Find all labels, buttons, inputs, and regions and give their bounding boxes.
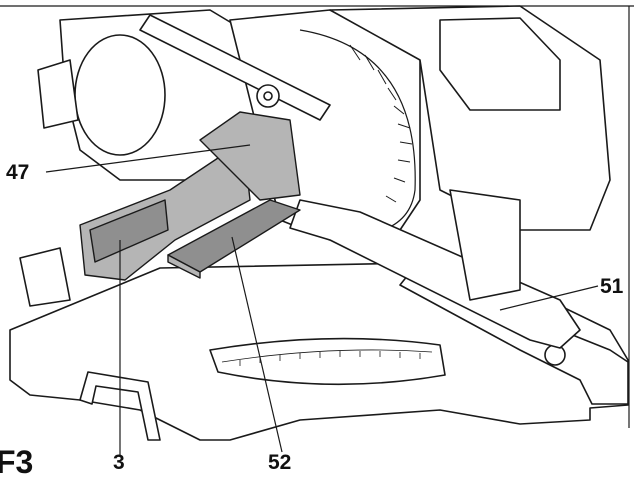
callout-47: 47 <box>6 161 30 184</box>
turntable-scale <box>221 349 433 366</box>
fence-extension-47 <box>199 111 301 201</box>
callout-3: 3 <box>113 451 125 474</box>
base-handle <box>79 371 161 441</box>
callout-51: 51 <box>600 275 624 298</box>
callout-52: 52 <box>268 451 292 474</box>
rear-panel <box>439 17 561 111</box>
bevel-scale-plate <box>449 189 521 301</box>
motor-brush <box>37 59 79 129</box>
leader-lines <box>45 144 599 456</box>
turntable <box>209 337 446 386</box>
extension-bar <box>289 199 581 349</box>
slide-rail <box>139 14 331 121</box>
leader-52 <box>231 236 283 453</box>
arm-knob <box>544 344 566 366</box>
motor-cap <box>74 34 166 156</box>
leader-47 <box>45 144 251 173</box>
left-clamp <box>19 247 71 307</box>
fence-slot <box>89 199 169 263</box>
figure-label: F3 <box>0 444 34 480</box>
highlighted-parts <box>79 111 301 281</box>
leader-51 <box>499 285 599 311</box>
blade-ticks <box>349 44 413 203</box>
